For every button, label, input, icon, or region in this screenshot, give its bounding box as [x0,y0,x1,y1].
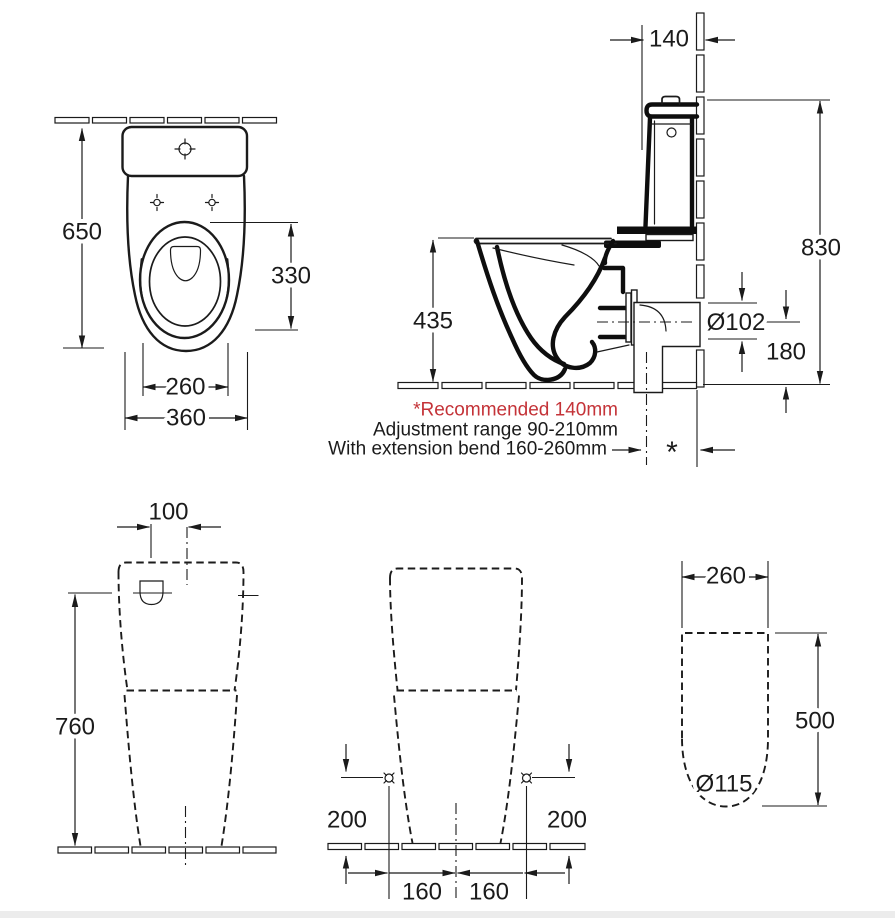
wall-hatch [695,12,705,388]
rear-view: 200 200 160 160 [323,567,591,910]
dim-180-label: 180 [766,339,806,366]
plan-view: 650 330 260 360 [54,116,315,436]
dim-330-label: 330 [271,263,311,290]
note-recommended: *Recommended 140mm [413,400,618,421]
dim-160-left-label: 160 [402,879,442,906]
seat-section [473,237,617,245]
side-view: 140 830 435 Ø102 180 *Recommended 140mm … [328,12,845,469]
seat-opening [148,236,222,327]
dim-200-left-label: 200 [327,807,367,834]
outlet-pipe [625,289,701,394]
dim-outlet-dia-label: Ø102 [707,309,766,336]
fixing-hole-marker-icon [520,772,533,784]
dim-830-label: 830 [801,235,841,262]
bowl-outline [126,174,246,353]
cistern-section [604,95,700,248]
dim-435-label: 435 [413,308,453,335]
rear-outline [389,567,523,691]
dim-760-label: 760 [55,714,95,741]
seat-fixing-hole-icon [149,193,165,212]
seat-ring [138,220,231,340]
lid-fixing-target-icon [174,138,196,160]
dim-650-label: 650 [62,219,102,246]
fixing-hole-marker-icon [383,772,395,784]
seat-fixing-hole-icon [204,193,220,212]
floor-hatch [57,846,277,854]
dim-160-right-label: 160 [469,879,509,906]
setout-asterisk: * [666,436,678,469]
dim-tank-260-label: 260 [706,563,746,590]
note-adjustment-range: Adjustment range 90-210mm [373,420,618,441]
cistern-outline [121,125,249,178]
dim-360-label: 360 [166,405,206,432]
pan-section [474,238,634,383]
front-outline [117,561,245,691]
dim-tank-500-label: 500 [795,708,835,735]
water-inlet-shape [139,580,164,606]
tank-plan-view: 260 500 Ø115 [681,559,839,808]
flush-button-icon [666,127,677,138]
tank-outline [681,632,769,808]
dim-140-label: 140 [649,26,689,53]
wall-hatch [54,116,278,124]
page-edge-strip [0,911,895,918]
dim-200-right-label: 200 [547,807,587,834]
flush-inlet-shape [169,245,202,282]
dim-trap-dia-label: Ø115 [696,771,753,798]
front-view: 100 760 [51,495,277,868]
note-extension-bend: With extension bend 160-260mm [328,439,607,460]
dim-260-label: 260 [165,374,205,401]
dim-100-label: 100 [148,499,188,526]
